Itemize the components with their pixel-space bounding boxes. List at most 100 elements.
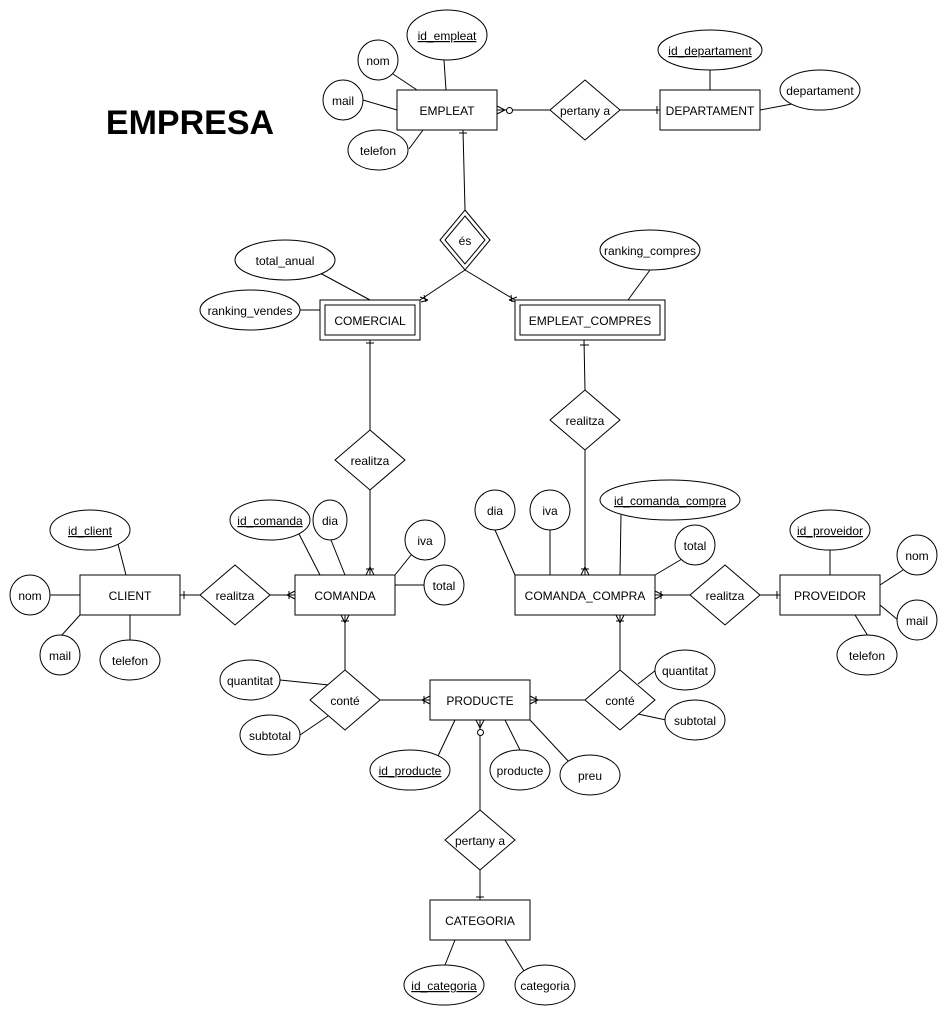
key-attribute-label: id_departament [668, 44, 752, 58]
key-attribute-label: id_categoria [411, 979, 477, 993]
attribute-nom-client[interactable]: nom [9, 574, 51, 616]
attribute-label: telefon [112, 654, 148, 668]
attribute-ranking-compres[interactable]: ranking_compres [599, 229, 701, 271]
line-compres-ranking [627, 269, 651, 301]
entity-comanda[interactable]: COMANDA [294, 574, 396, 616]
attribute-ranking-vendes[interactable]: ranking_vendes [199, 289, 301, 331]
attribute-dia-comanda-compra[interactable]: dia [474, 489, 516, 531]
attribute-label: subtotal [674, 714, 716, 728]
weak-entity-comercial[interactable]: COMERCIAL [319, 299, 421, 341]
attribute-id-comanda[interactable]: id_comanda [229, 499, 311, 541]
relationship-realitza-comercial[interactable]: realitza [334, 429, 406, 491]
attribute-label: subtotal [249, 729, 291, 743]
relationship-realitza-proveidor[interactable]: realitza [689, 564, 761, 626]
attribute-id-categoria[interactable]: id_categoria [403, 964, 485, 1006]
crowfoot-comanda-top [365, 565, 375, 576]
attribute-iva-comanda-compra[interactable]: iva [529, 489, 571, 531]
attribute-dia-comanda[interactable]: dia [312, 499, 348, 541]
entity-comanda-compra[interactable]: COMANDA_COMPRA [514, 574, 656, 616]
attribute-label: quantitat [227, 674, 274, 688]
attribute-mail-client[interactable]: mail [39, 634, 81, 676]
attribute-mail-proveidor[interactable]: mail [896, 599, 938, 641]
attribute-id-producte[interactable]: id_producte [369, 749, 451, 791]
line-departament-nom [759, 103, 793, 111]
attribute-quantitat-compra[interactable]: quantitat [654, 649, 716, 691]
entity-label: PROVEIDOR [794, 589, 866, 603]
entity-label: EMPLEAT [419, 104, 475, 118]
relationship-realitza-client[interactable]: realitza [199, 564, 271, 626]
relationship-label: realitza [706, 589, 745, 603]
attribute-total-comanda[interactable]: total [423, 564, 465, 606]
entity-departament[interactable]: DEPARTAMENT [659, 89, 761, 131]
attribute-nom-empleat[interactable]: nom [357, 39, 399, 81]
attribute-label: telefon [849, 649, 885, 663]
attribute-nom-proveidor[interactable]: nom [896, 534, 938, 576]
line-es-comercial [419, 269, 466, 301]
attribute-nom-departament[interactable]: departament [779, 69, 861, 111]
attribute-telefon-proveidor[interactable]: telefon [836, 634, 898, 676]
attribute-label: quantitat [662, 664, 709, 678]
attribute-subtotal-comanda[interactable]: subtotal [239, 714, 301, 756]
entity-categoria[interactable]: CATEGORIA [429, 899, 531, 941]
attribute-label: nom [18, 589, 41, 603]
attribute-label: categoria [520, 979, 570, 993]
entity-client[interactable]: CLIENT [79, 574, 181, 616]
relationship-realitza-compres[interactable]: realitza [549, 389, 621, 451]
attribute-mail-empleat[interactable]: mail [322, 79, 364, 121]
attribute-id-proveidor[interactable]: id_proveidor [789, 509, 871, 551]
entity-producte[interactable]: PRODUCTE [429, 679, 531, 721]
relationship-label: realitza [566, 414, 605, 428]
line-comanda-iva [394, 554, 412, 576]
relationship-conte-comanda[interactable]: conté [309, 669, 381, 731]
key-attribute-label: id_producte [379, 764, 442, 778]
line-proveidor-nom [879, 569, 904, 586]
relationship-pertany-a-departament[interactable]: pertany a [549, 79, 621, 141]
attribute-preu-producte[interactable]: preu [559, 754, 621, 796]
entity-proveidor[interactable]: PROVEIDOR [779, 574, 881, 616]
relationship-es[interactable]: és [439, 209, 491, 271]
attribute-label: dia [322, 514, 338, 528]
entity-label: EMPLEAT_COMPRES [529, 314, 651, 328]
entity-label: PRODUCTE [446, 694, 513, 708]
attribute-telefon-empleat[interactable]: telefon [347, 129, 409, 171]
key-attribute-label: id_client [68, 524, 113, 538]
line-conte2-quantitat [637, 669, 657, 685]
crowfoot-comercial-es [419, 294, 429, 303]
entity-label: COMANDA_COMPRA [525, 589, 646, 603]
entity-label: CLIENT [109, 589, 152, 603]
attribute-label: ranking_vendes [208, 304, 293, 318]
attribute-telefon-client[interactable]: telefon [99, 639, 161, 681]
entity-label: COMERCIAL [334, 314, 406, 328]
attribute-id-comanda-compra[interactable]: id_comanda_compra [599, 479, 741, 521]
crowfoot-cc-right [654, 590, 665, 600]
relationship-label: realitza [216, 589, 255, 603]
attribute-id-departament[interactable]: id_departament [657, 29, 763, 71]
entity-label: COMANDA [314, 589, 375, 603]
attribute-subtotal-compra[interactable]: subtotal [664, 699, 726, 741]
zero-marker-empleat-dept [506, 107, 513, 114]
crowfoot-cc-bottom [615, 614, 625, 625]
line-conte-subtotal [299, 715, 329, 736]
attribute-label: dia [487, 504, 503, 518]
attribute-nom-categoria[interactable]: categoria [514, 964, 576, 1006]
attribute-total-comanda-compra[interactable]: total [674, 524, 716, 566]
attribute-quantitat-comanda[interactable]: quantitat [219, 659, 281, 701]
weak-entity-empleat-compres[interactable]: EMPLEAT_COMPRES [514, 299, 666, 341]
attribute-nom-producte[interactable]: producte [489, 749, 551, 791]
line-categoria-id [444, 939, 456, 966]
line-comanda-dia [330, 539, 346, 576]
line-producte-nom [504, 719, 521, 751]
line-proveidor-mail [879, 604, 899, 621]
entity-empleat[interactable]: EMPLEAT [396, 89, 498, 131]
attribute-iva-comanda[interactable]: iva [404, 519, 446, 561]
relationship-pertany-a-categoria[interactable]: pertany a [444, 809, 516, 871]
line-producte-id [437, 719, 456, 757]
attribute-label: total [684, 539, 707, 553]
attribute-id-client[interactable]: id_client [49, 509, 131, 551]
relationship-conte-compra[interactable]: conté [584, 669, 656, 731]
attribute-total-anual[interactable]: total_anual [234, 239, 336, 281]
entity-label: CATEGORIA [445, 914, 515, 928]
attribute-id-empleat[interactable]: id_empleat [406, 9, 488, 61]
key-attribute-label: id_empleat [418, 29, 477, 43]
